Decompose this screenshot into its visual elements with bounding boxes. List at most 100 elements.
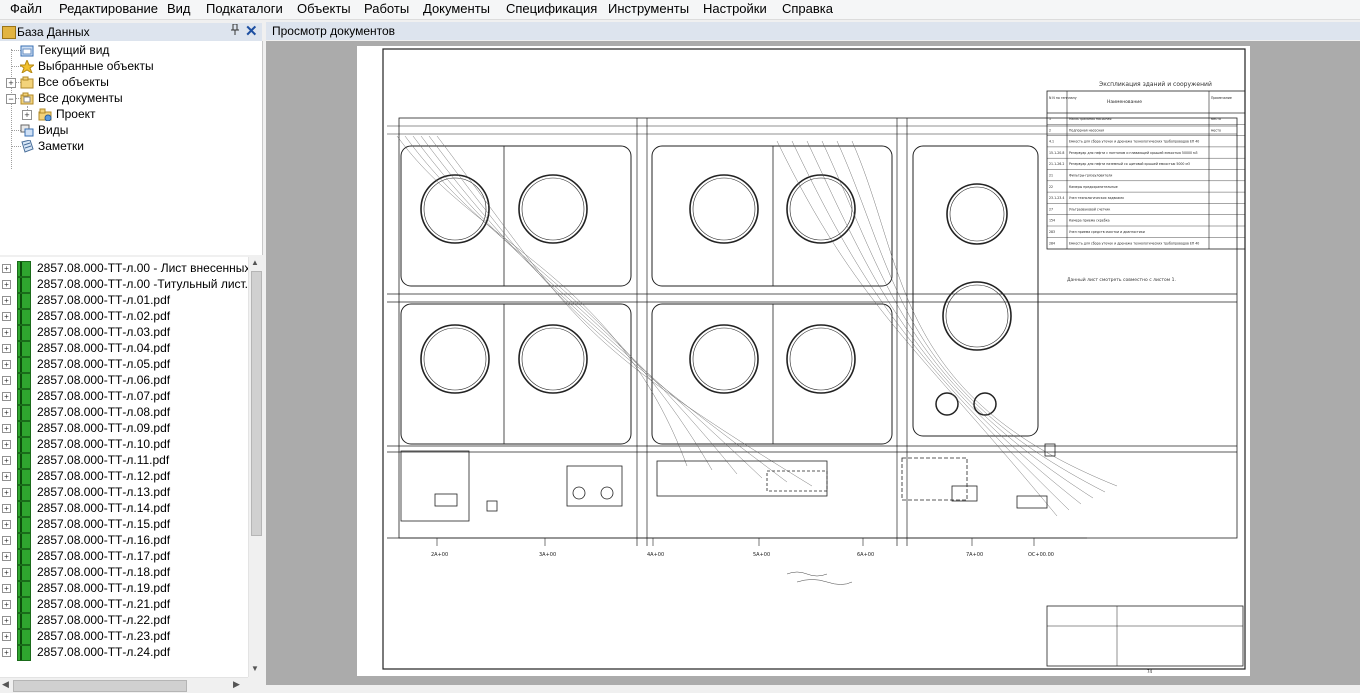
expand-icon[interactable]: + [2, 376, 11, 385]
expand-icon[interactable]: + [2, 520, 11, 529]
document-list-item[interactable]: +2857.08.000-ТТ-л.03.pdf [0, 324, 248, 341]
document-list-item[interactable]: +2857.08.000-ТТ-л.07.pdf [0, 388, 248, 405]
expand-icon[interactable]: + [2, 456, 11, 465]
expand-icon[interactable]: + [2, 616, 11, 625]
tree-item-all-objects[interactable]: Все объекты [20, 74, 109, 90]
document-list-item[interactable]: +2857.08.000-ТТ-л.19.pdf [0, 580, 248, 597]
menu-item[interactable]: Файл [10, 1, 42, 16]
tree-item-selected-objects[interactable]: Выбранные объекты [18, 58, 154, 75]
document-list-item[interactable]: +2857.08.000-ТТ-л.22.pdf [0, 612, 248, 629]
expand-icon[interactable]: + [2, 440, 11, 449]
expand-icon[interactable]: + [22, 110, 32, 120]
menu-item[interactable]: Работы [364, 1, 410, 16]
close-icon[interactable]: ✕ [245, 23, 258, 40]
tree-item-project[interactable]: Проект [38, 106, 96, 122]
scrollbar-thumb[interactable] [13, 680, 187, 692]
document-book-icon [17, 261, 31, 277]
scroll-up-icon[interactable]: ▲ [251, 258, 259, 267]
collapse-icon[interactable]: − [6, 94, 16, 104]
expand-icon[interactable]: + [2, 312, 11, 321]
document-book-icon [17, 453, 31, 469]
menu-item[interactable]: Инструменты [608, 1, 690, 16]
document-list-item[interactable]: +2857.08.000-ТТ-л.17.pdf [0, 548, 248, 565]
expand-icon[interactable]: + [2, 568, 11, 577]
expand-icon[interactable]: + [2, 280, 11, 289]
menu-item[interactable]: Вид [167, 1, 191, 16]
axis-mark: 7А+00 [966, 552, 983, 558]
legend-cell: 23.1-23.4 [1049, 196, 1064, 200]
legend-cell: Резервуар для нефти наземный со щитовой … [1069, 162, 1190, 166]
document-list-item[interactable]: +2857.08.000-ТТ-л.05.pdf [0, 356, 248, 373]
document-list-item[interactable]: +2857.08.000-ТТ-л.16.pdf [0, 532, 248, 549]
document-list-item[interactable]: +2857.08.000-ТТ-л.21.pdf [0, 596, 248, 613]
menu-item[interactable]: Объекты [297, 1, 351, 16]
legend-cell: Подпорная насосная [1069, 128, 1104, 132]
document-list-item[interactable]: +2857.08.000-ТТ-л.00 -Титульный лист.pdf [0, 276, 248, 293]
document-list-item[interactable]: +2857.08.000-ТТ-л.10.pdf [0, 436, 248, 453]
document-list-item[interactable]: +2857.08.000-ТТ-л.06.pdf [0, 372, 248, 389]
menu-item[interactable]: Справка [782, 1, 833, 16]
expand-icon[interactable]: + [2, 392, 11, 401]
menu-item[interactable]: Редактирование [59, 1, 159, 16]
expand-icon[interactable]: + [2, 600, 11, 609]
expand-icon[interactable]: + [6, 78, 16, 88]
expand-icon[interactable]: + [2, 264, 11, 273]
expand-icon[interactable]: + [2, 504, 11, 513]
document-list-item[interactable]: +2857.08.000-ТТ-л.23.pdf [0, 628, 248, 645]
scroll-left-icon[interactable]: ◀ [2, 679, 9, 689]
menu-item[interactable]: Документы [423, 1, 491, 16]
document-book-icon [17, 421, 31, 437]
document-list-item[interactable]: +2857.08.000-ТТ-л.01.pdf [0, 292, 248, 309]
document-book-icon [17, 373, 31, 389]
expand-icon[interactable]: + [2, 648, 11, 657]
axis-mark: ОС+00.00 [1028, 552, 1054, 558]
menu-item[interactable]: Спецификация [506, 1, 598, 16]
expand-icon[interactable]: + [2, 488, 11, 497]
menu-item[interactable]: Подкаталоги [206, 1, 283, 16]
legend-cell: 2 [1049, 128, 1051, 132]
tree-item-notes[interactable]: Заметки [20, 138, 84, 154]
legend-header-cell: Примечание [1211, 96, 1232, 100]
document-list: +2857.08.000-ТТ-л.00 - Лист внесенных из… [0, 257, 248, 677]
document-list-item[interactable]: +2857.08.000-ТТ-л.02.pdf [0, 308, 248, 325]
expand-icon[interactable]: + [2, 552, 11, 561]
document-name: 2857.08.000-ТТ-л.12.pdf [37, 469, 171, 483]
expand-icon[interactable]: + [2, 408, 11, 417]
menu-item[interactable]: Настройки [703, 1, 767, 16]
tree-item-views[interactable]: Виды [20, 122, 68, 138]
scroll-down-icon[interactable]: ▼ [251, 664, 259, 673]
document-list-item[interactable]: +2857.08.000-ТТ-л.12.pdf [0, 468, 248, 485]
tree-item-current-view[interactable]: Текущий вид [20, 42, 109, 58]
expand-icon[interactable]: + [2, 472, 11, 481]
tree-item-all-documents[interactable]: Все документы [20, 90, 123, 106]
document-list-item[interactable]: +2857.08.000-ТТ-л.18.pdf [0, 564, 248, 581]
expand-icon[interactable]: + [2, 328, 11, 337]
expand-icon[interactable]: + [2, 360, 11, 369]
document-list-item[interactable]: +2857.08.000-ТТ-л.11.pdf [0, 452, 248, 469]
document-viewer-header: Просмотр документов [266, 22, 1360, 40]
document-list-item[interactable]: +2857.08.000-ТТ-л.14.pdf [0, 500, 248, 517]
expand-icon[interactable]: + [2, 584, 11, 593]
expand-icon[interactable]: + [2, 296, 11, 305]
pin-icon[interactable] [230, 23, 240, 39]
legend-cell: Узел приема средств очистки и диагностик… [1069, 230, 1145, 234]
legend-cell: Магистральная насосная [1069, 117, 1111, 121]
expand-icon[interactable]: + [2, 632, 11, 641]
document-list-item[interactable]: +2857.08.000-ТТ-л.24.pdf [0, 644, 248, 661]
document-list-item[interactable]: +2857.08.000-ТТ-л.15.pdf [0, 516, 248, 533]
document-list-vertical-scrollbar[interactable]: ▲ ▼ [248, 257, 263, 677]
document-list-item[interactable]: +2857.08.000-ТТ-л.00 - Лист внесенных из… [0, 260, 248, 277]
expand-icon[interactable]: + [2, 536, 11, 545]
document-name: 2857.08.000-ТТ-л.24.pdf [37, 645, 171, 659]
expand-icon[interactable]: + [2, 424, 11, 433]
document-list-item[interactable]: +2857.08.000-ТТ-л.13.pdf [0, 484, 248, 501]
document-list-horizontal-scrollbar[interactable]: ◀ ▶ [0, 677, 248, 693]
scrollbar-thumb[interactable] [251, 271, 262, 536]
document-list-item[interactable]: +2857.08.000-ТТ-л.04.pdf [0, 340, 248, 357]
expand-icon[interactable]: + [2, 344, 11, 353]
document-list-item[interactable]: +2857.08.000-ТТ-л.08.pdf [0, 404, 248, 421]
document-list-item[interactable]: +2857.08.000-ТТ-л.09.pdf [0, 420, 248, 437]
scroll-right-icon[interactable]: ▶ [233, 679, 240, 689]
